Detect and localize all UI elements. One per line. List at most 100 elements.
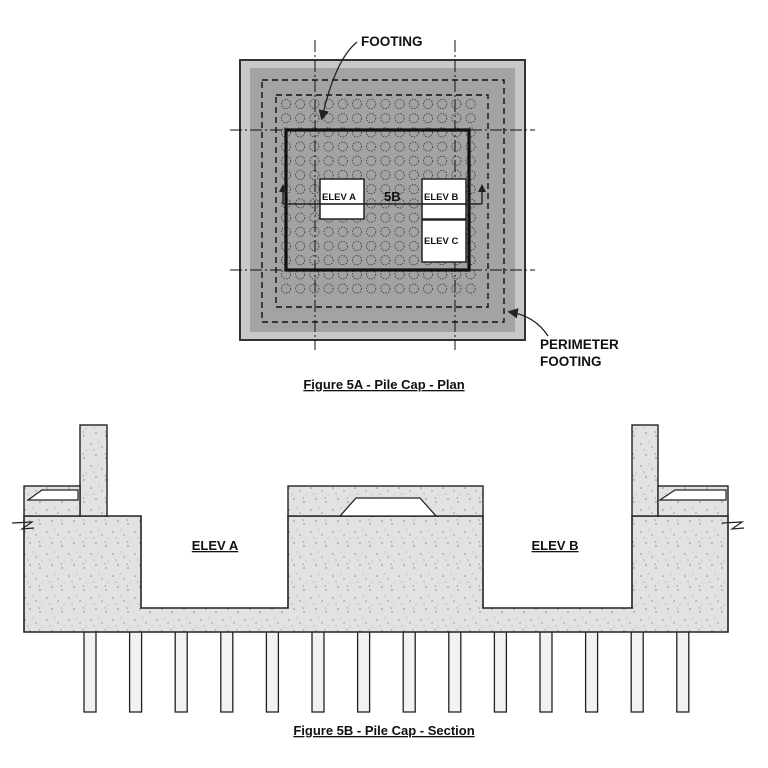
pile-plan-circle <box>408 283 419 294</box>
pile-plan-circle <box>380 141 391 152</box>
pile-shaft <box>128 629 143 713</box>
footing-leader-arrow <box>318 41 358 121</box>
pile-shaft <box>630 629 644 713</box>
pile-plan-circle <box>422 155 433 166</box>
pile-plan-circle <box>323 255 334 266</box>
pile-row <box>83 629 690 713</box>
pile-plan-circle <box>366 113 377 124</box>
pile-plan-circle <box>280 113 291 124</box>
pile-plan-circle <box>394 113 405 124</box>
pile-plan-circle <box>422 141 433 152</box>
elevator-c-plan: ELEV C <box>421 219 467 263</box>
pile-plan-circle <box>451 113 462 124</box>
pile-plan-circle <box>451 283 462 294</box>
pile-plan-circle <box>465 283 476 294</box>
plan-caption: Figure 5A - Pile Cap - Plan <box>303 377 464 392</box>
pile-plan-circle <box>323 127 334 138</box>
pile-shaft <box>448 629 462 713</box>
pile-plan-circle <box>309 240 320 251</box>
pile-plan-circle <box>366 127 377 138</box>
perimeter-leader-arrow <box>507 308 549 337</box>
pile-plan-circle <box>465 127 476 138</box>
pile-plan-circle <box>295 169 306 180</box>
left-slab-void <box>26 489 79 501</box>
pile-shaft <box>174 629 188 713</box>
pile-plan-circle <box>295 226 306 237</box>
pile-plan-circle <box>351 155 362 166</box>
pile-plan-circle <box>295 212 306 223</box>
pile-plan-circle <box>408 155 419 166</box>
elev-a-plan-label: ELEV A <box>322 192 356 203</box>
pile-plan-circle <box>280 99 291 110</box>
pile-plan-circle <box>309 99 320 110</box>
elevator-b-plan: ELEV B <box>421 178 467 220</box>
pile-plan-circle <box>422 99 433 110</box>
pile-plan-circle <box>451 99 462 110</box>
pile-plan-circle <box>323 240 334 251</box>
pile-plan-circle <box>351 226 362 237</box>
pile-plan-circle <box>337 113 348 124</box>
pile-plan-circle <box>337 226 348 237</box>
pile-plan-circle <box>437 283 448 294</box>
pile-plan-circle <box>422 113 433 124</box>
pile-plan-circle <box>394 127 405 138</box>
pile-plan-circle <box>351 240 362 251</box>
pile-plan-circle <box>437 99 448 110</box>
pile-plan-circle <box>422 283 433 294</box>
pile-plan-circle <box>309 155 320 166</box>
pile-plan-circle <box>380 226 391 237</box>
pile-plan-circle <box>351 99 362 110</box>
pile-plan-circle <box>408 169 419 180</box>
pile-plan-circle <box>366 155 377 166</box>
right-slab-void <box>658 489 727 501</box>
pile-plan-circle <box>408 141 419 152</box>
pile-plan-circle <box>309 283 320 294</box>
pile-plan-circle <box>337 141 348 152</box>
pile-plan-circle <box>451 141 462 152</box>
pile-plan-circle <box>408 127 419 138</box>
pile-plan-circle <box>437 127 448 138</box>
pile-plan-circle <box>295 283 306 294</box>
perimeter-dashed-line <box>261 79 505 323</box>
pile-plan-circle <box>309 184 320 195</box>
pile-plan-circle <box>323 226 334 237</box>
right-wall <box>631 424 659 517</box>
pile-plan-circle <box>295 184 306 195</box>
section-mark-5b: 5B <box>384 189 401 204</box>
pile-plan-circle <box>380 155 391 166</box>
pile-plan-circle <box>280 283 291 294</box>
pile-plan-circle <box>408 184 419 195</box>
pile-plan-circle <box>380 212 391 223</box>
pile-plan-circle <box>337 99 348 110</box>
pile-plan-circle <box>295 113 306 124</box>
pile-plan-circle <box>437 113 448 124</box>
pile-plan-circle <box>394 184 405 195</box>
pile-shaft <box>493 629 508 713</box>
pile-plan-circle <box>295 255 306 266</box>
section-caption: Figure 5B - Pile Cap - Section <box>293 723 474 738</box>
pile-plan-circle <box>380 113 391 124</box>
pile-plan-circle <box>408 226 419 237</box>
elev-c-plan-label: ELEV C <box>424 236 458 247</box>
pile-plan-circle <box>394 255 405 266</box>
pile-plan-circle <box>309 141 320 152</box>
pile-plan-circle <box>366 99 377 110</box>
pile-plan-circle <box>422 127 433 138</box>
pile-shaft <box>356 629 371 713</box>
pile-plan-circle <box>309 212 320 223</box>
footing-dashed-line <box>275 94 489 308</box>
perimeter-callout-label-2: FOOTING <box>540 354 602 369</box>
pile-plan-circle <box>351 255 362 266</box>
pile-plan-circle <box>351 113 362 124</box>
pile-shaft <box>311 629 325 713</box>
pile-plan-circle <box>323 99 334 110</box>
pile-plan-circle <box>351 141 362 152</box>
elevator-a-plan: ELEV A <box>319 178 365 220</box>
center-trench <box>338 497 438 517</box>
pile-plan-circle <box>337 255 348 266</box>
pile-plan-circle <box>394 212 405 223</box>
pile-plan-circle <box>323 283 334 294</box>
pile-plan-circle <box>380 255 391 266</box>
pile-plan-circle <box>309 169 320 180</box>
